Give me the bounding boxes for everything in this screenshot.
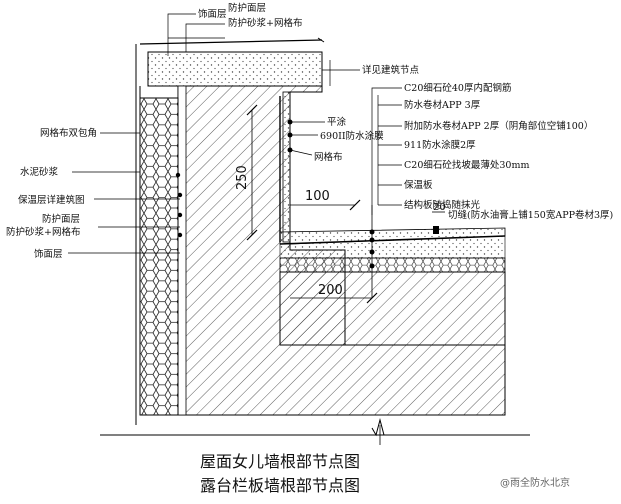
watermark: @雨全防水北京 bbox=[500, 476, 570, 489]
membrane-upturn bbox=[282, 91, 291, 243]
label-mesh-wrap: 网格布双包角 bbox=[40, 127, 97, 139]
label-finish-layer-top: 饰面层 bbox=[198, 8, 227, 20]
label-c20-slope: C20细石砼找坡最薄处30mm bbox=[404, 159, 529, 171]
label-cement-mortar: 水泥砂浆 bbox=[20, 166, 59, 178]
outer-plaster bbox=[177, 85, 187, 416]
label-see-arch: 详见建筑节点 bbox=[362, 64, 420, 76]
dim-200: 200 bbox=[318, 283, 343, 298]
coping-finish-line bbox=[139, 39, 323, 45]
label-flat-coat: 平涂 bbox=[327, 116, 347, 128]
label-insul-board: 保温板 bbox=[404, 179, 433, 191]
structural-slab bbox=[279, 271, 506, 346]
roof-insulation bbox=[279, 257, 506, 273]
label-finish-layer-left: 饰面层 bbox=[34, 248, 63, 260]
dim-100: 100 bbox=[305, 189, 330, 204]
label-app2: 附加防水卷材APP 2厚（阴角部位空铺100） bbox=[404, 120, 593, 132]
cut-joint-marker bbox=[433, 226, 439, 234]
dim-20: 20 bbox=[433, 202, 446, 213]
label-protect-face-top: 防护面层 bbox=[228, 2, 266, 14]
title-line-1: 屋面女儿墙根部节点图 bbox=[200, 452, 360, 471]
label-insulation-detail: 保温层详建筑图 bbox=[18, 194, 85, 206]
label-c20-top: C20细石砼40厚内配钢筋 bbox=[404, 82, 511, 94]
label-membrane-690: 690II防水涂膜 bbox=[320, 130, 384, 142]
coping-cap bbox=[147, 51, 323, 87]
label-coat911: 911防水涂膜2厚 bbox=[404, 139, 476, 151]
label-mesh: 网格布 bbox=[314, 151, 343, 163]
label-app3: 防水卷材APP 3厚 bbox=[404, 99, 481, 111]
label-struct-slab: 结构板随捣随抹光 bbox=[404, 199, 481, 211]
label-cut-joint: 切缝(防水油膏上铺150宽APP卷材3厚) bbox=[448, 209, 613, 221]
label-protect-mortar-top: 防护砂浆+网格布 bbox=[228, 17, 302, 29]
dim-250: 250 bbox=[235, 165, 250, 190]
label-protect-face-left: 防护面层 bbox=[42, 213, 80, 225]
title-line-2: 露台栏板墙根部节点图 bbox=[200, 476, 360, 495]
insulation-block bbox=[139, 97, 179, 416]
label-protect-mortar-left: 防护砂浆+网格布 bbox=[6, 226, 80, 238]
